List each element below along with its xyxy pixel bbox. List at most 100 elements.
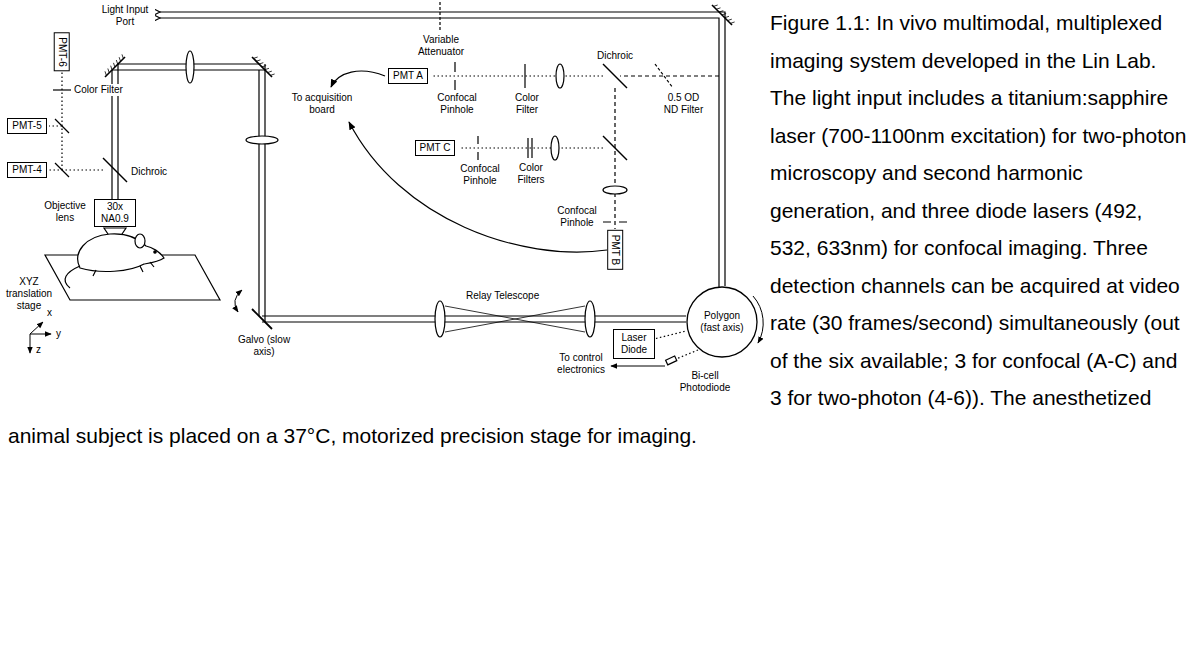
node-label: PMT B (609, 235, 621, 265)
mirror-hatch (270, 74, 274, 75)
dichroic-mirror (55, 119, 69, 133)
pmt-detector: PMT C (415, 140, 456, 156)
optics-part (105, 5, 735, 76)
objective-lens: Objective lens30x NA0.9 (94, 199, 136, 227)
scan-beam (259, 64, 265, 322)
mirror-hatch (253, 57, 257, 58)
pmt-detector: PMT-5 (7, 118, 46, 134)
mirror-hatch (111, 66, 112, 70)
confocal-beam (433, 75, 603, 76)
mouse-ear (135, 234, 145, 248)
part-label: Bi-cell Photodiode (676, 370, 734, 394)
lens (556, 64, 564, 88)
pmt-detector: PMT B (607, 230, 623, 270)
laser-beam (656, 331, 686, 339)
node-label: PMT A (393, 70, 423, 82)
optics-part (30, 2, 763, 366)
node-label: PMT C (420, 142, 451, 154)
pmt-detector: PMT A (388, 68, 428, 84)
part-label: Color Filter (73, 84, 124, 96)
mirror (105, 57, 125, 77)
figure-caption: Figure 1.1: In vivo multimodal, multiple… (8, 0, 1188, 454)
signal-cable (331, 71, 385, 87)
color-filter (524, 64, 525, 88)
attenuator (439, 2, 440, 30)
color-filter (53, 89, 71, 90)
lens (551, 136, 559, 160)
mirror-hatch (713, 5, 717, 6)
dichroic-mirror (103, 158, 127, 182)
pmt-detector: PMT-6 (54, 32, 70, 71)
part-label: Color Filter (506, 92, 548, 116)
confocal-pinhole (477, 136, 478, 160)
caption-area: Figure 1.1: In vivo multimodal, multiple… (8, 0, 1188, 454)
axis-arrow (30, 322, 43, 334)
feedback-beam (676, 350, 698, 359)
mirror-hatch (265, 68, 269, 69)
confocal-pinhole (603, 221, 627, 222)
confocal-beam (620, 75, 719, 76)
part-label: Confocal Pinhole (432, 92, 482, 116)
galvo-mirror (252, 309, 272, 329)
signal-cable (349, 122, 607, 252)
mirror-hatch (113, 63, 114, 67)
mirror-hatch (116, 60, 117, 64)
scan-beam (262, 316, 686, 322)
nd-filter (655, 64, 673, 88)
axis-arrow (30, 334, 51, 335)
part-label: Dichroic (596, 50, 634, 62)
axis-arrow (30, 334, 31, 353)
mirror-hatch (719, 11, 723, 12)
confocal-beam (614, 88, 615, 229)
polygon-mirror: Polygon (fast axis) (686, 286, 758, 358)
mirror-hatch (268, 71, 272, 72)
part-label: Confocal Pinhole (552, 205, 602, 229)
mirror-hatch (119, 57, 120, 61)
polygon-outline (687, 287, 757, 357)
part-label: y (55, 328, 62, 340)
mirror-hatch (108, 69, 109, 73)
relay-beam (445, 306, 585, 332)
bi-cell-photodiode (666, 356, 677, 365)
mouse-leg (93, 262, 154, 276)
relay-lens (585, 301, 595, 337)
mirror-hatch (730, 22, 734, 23)
dichroic-mirror (603, 136, 627, 160)
emission-beam (49, 169, 103, 170)
part-label: Dichroic (130, 166, 168, 178)
part-label: To acquisition board (285, 92, 359, 116)
mouse-tail (65, 266, 80, 288)
mirror-hatch (122, 54, 123, 58)
laser-diode: Laser Diode (613, 329, 655, 359)
part-label: Light Input Port (95, 4, 155, 28)
pmt-detector: PMT-4 (7, 162, 46, 178)
dichroic-mirror (603, 64, 627, 88)
mirror (712, 5, 732, 25)
mouse-eye (154, 251, 156, 253)
node-label: PMT-6 (56, 37, 68, 66)
node-label: Laser Diode (616, 332, 652, 356)
caption-float (8, 0, 770, 398)
lens (186, 51, 194, 83)
mirror-hatch (259, 63, 263, 64)
part-label: Confocal Pinhole (455, 163, 505, 187)
part-label: To control electronics (553, 352, 609, 376)
part-label: x (46, 307, 53, 319)
mirror (252, 57, 272, 77)
mirror-hatch (725, 16, 729, 17)
part-label: Galvo (slow axis) (235, 334, 293, 358)
lens (246, 136, 278, 144)
lens (603, 186, 627, 194)
part-label: Color Filters (508, 162, 554, 186)
confocal-pinhole (454, 62, 455, 90)
mirror-hatch (716, 8, 720, 9)
part-label: z (35, 344, 42, 356)
part-label: Variable Attenuator (408, 34, 474, 58)
emission-beam (49, 125, 62, 126)
emission-beam (61, 72, 62, 170)
mirror-hatch (262, 65, 266, 66)
node-label: Polygon (fast axis) (694, 310, 750, 334)
control-cable (611, 366, 665, 367)
node-label: 30x NA0.9 (98, 201, 132, 225)
node-heading: Objective lens (41, 200, 89, 224)
